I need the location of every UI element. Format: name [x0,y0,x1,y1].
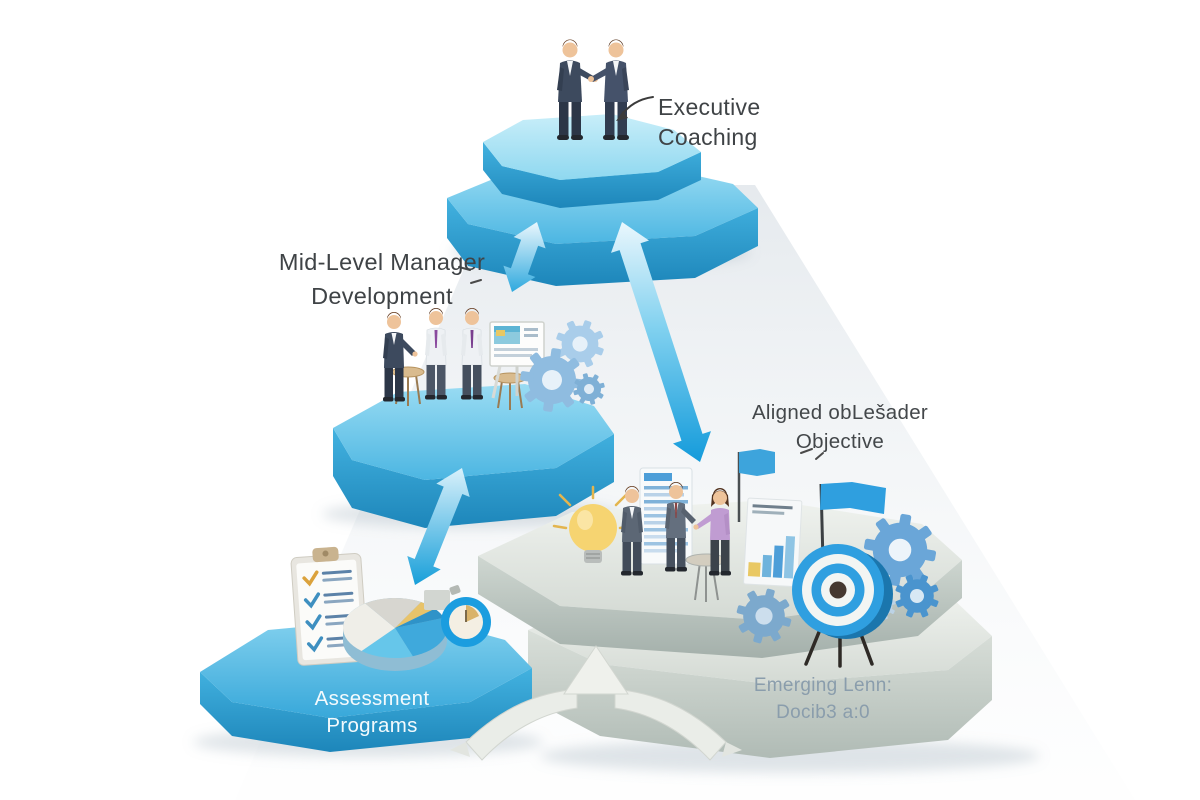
businessmen-handshake-icon [557,39,629,140]
mid-level-manager-label: Mid-Level Manager Development [264,245,500,313]
mid-level-line2: Development [311,283,453,309]
gear-icon [730,582,798,650]
aligned-line1: Aligned obLešader [751,401,929,424]
bidirectional-arrow-icon [611,222,711,462]
annotation-marks [458,266,824,460]
bidirectional-arrow-icon [503,222,546,292]
gears-cluster [516,312,612,416]
manager-group-icon [383,308,527,410]
assessment-platform [200,616,532,752]
assessment-programs-label: Assessment Programs [288,685,456,739]
executive-coaching-label: Executive Coaching [658,92,818,152]
flag-icon [737,449,775,522]
team-discussion-icon [621,449,775,602]
aligned-objective-label: Aligned obLešader Objective [746,398,934,456]
bidirectional-arrow-icon [407,468,470,585]
aligned-line2: Objective [795,430,885,453]
gear-icon [516,344,588,416]
assessment-line1: Assessment [314,687,430,710]
assessment-line2: Programs [326,714,418,737]
gear-icon [567,367,611,411]
executive-coaching-line1: Executive [658,94,761,120]
executive-coaching-line2: Coaching [658,124,758,150]
merge-arrows-icon [450,645,742,761]
emerging-line1: Emerging Lenn: [753,675,893,696]
gear-icon [888,567,946,625]
mid-level-line1: Mid-Level Manager [278,249,486,275]
stopwatch-icon [424,585,491,647]
annotation-squiggle-icon [616,96,654,121]
emerging-label: Emerging Lenn: Docib3 a:0 [729,672,917,726]
emerging-line2: Docib3 a:0 [776,702,870,723]
document-bar-chart-icon [743,497,803,588]
gear-icon [858,508,942,592]
gear-icon [548,312,612,376]
presentation-board-icon [489,321,545,399]
mid-level-platform [333,384,614,528]
target-bullseye-icon [792,544,893,668]
pie-chart-icon [342,598,448,671]
